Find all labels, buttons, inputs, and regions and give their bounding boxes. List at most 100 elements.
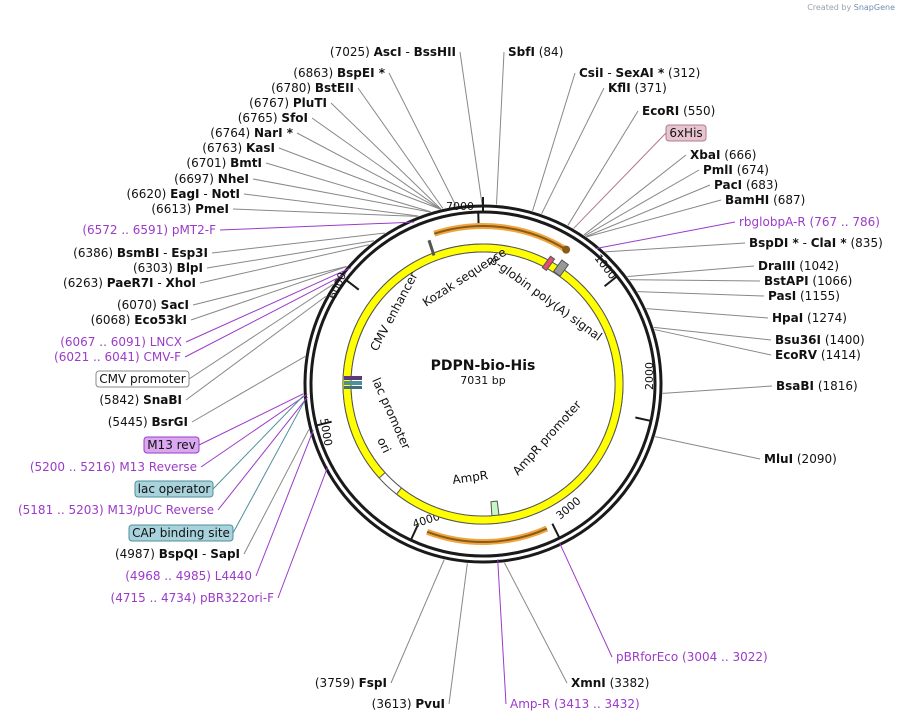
feature-label-ampr: AmpR: [451, 468, 488, 487]
feature-arrows: [342, 223, 624, 545]
enzyme-label-mlui: MluI (2090): [764, 452, 837, 466]
leader-eagi-noti: [243, 193, 419, 217]
leader-primer-cmv-f: [184, 273, 346, 358]
leader-bstapi: [629, 279, 761, 282]
primer-text: (5181 .. 5203) M13/pUC Reverse: [18, 503, 214, 517]
enzyme-label-draiii: DraIII (1042): [758, 259, 839, 273]
enzyme-text-part: SapI: [210, 547, 240, 561]
leader-primer-m13-puc-reverse: [217, 396, 308, 511]
leader-bspqi-sapi: [243, 429, 310, 555]
enzyme-text-part: (683): [742, 178, 778, 192]
leader-feature-cmv-promoter: [188, 283, 334, 380]
leader-paci: [585, 184, 711, 237]
enzyme-text-part: (835): [847, 236, 883, 250]
enzyme-text-part: KasI: [246, 141, 275, 155]
leader-pvui: [448, 563, 468, 705]
enzyme-text-part: -: [799, 236, 811, 250]
enzyme-text-part: (6303): [133, 261, 177, 275]
leader-bsu36i: [653, 326, 772, 341]
enzyme-text-part: EagI: [170, 187, 199, 201]
feature-box-label-m13-rev: M13 rev: [147, 438, 196, 452]
enzyme-label-bsu36i: Bsu36I (1400): [775, 333, 865, 347]
leader-primer-amp-r: [497, 559, 507, 705]
enzyme-text-part: NotI: [212, 187, 241, 201]
primer-text: (6572 .. 6591) pMT2-F: [82, 223, 216, 237]
leader-xmni: [503, 562, 568, 684]
enzyme-label-bsteii: (6780) BstEII: [271, 81, 354, 95]
enzyme-text-part: (6068): [91, 313, 135, 327]
primer-text: (4968 .. 4985) L4440: [125, 569, 252, 583]
primer-label-pbrforeco: pBRforEco (3004 .. 3022): [616, 650, 768, 664]
enzyme-text-part: -: [159, 246, 171, 260]
primer-text: (6067 .. 6091) LNCX: [60, 335, 182, 349]
leader-feature-m13-rev: [198, 393, 304, 446]
enzyme-text-part: -: [200, 187, 212, 201]
leader-feature-cap-binding-site: [232, 401, 305, 534]
enzyme-text-part: (4987): [115, 547, 159, 561]
enzyme-label-bspqi-sapi: (4987) BspQI - SapI: [115, 547, 240, 561]
enzyme-label-paci: PacI (683): [714, 178, 778, 192]
enzyme-label-pasi: PasI (1155): [768, 289, 840, 303]
primer-text: (6021 .. 6041) CMV-F: [54, 350, 181, 364]
enzyme-label-bspei: (6863) BspEI *: [293, 66, 385, 80]
leader-blpi: [206, 240, 375, 269]
enzyme-text-part: SexAI *: [616, 66, 665, 80]
enzyme-text-part: (6763): [202, 141, 246, 155]
feature-box-label-cmv-promoter: CMV promoter: [99, 372, 186, 386]
tick-4000: [409, 525, 419, 541]
m13-marker: [344, 386, 362, 389]
credit-text: Created by SnapGene: [807, 3, 895, 12]
leader-xbai: [583, 154, 687, 236]
leader-primer-pmt2-f: [219, 221, 414, 231]
leader-primer-pbrforeco: [558, 542, 613, 658]
leader-nhei: [252, 178, 431, 213]
enzyme-text-part: PasI: [768, 289, 796, 303]
enzyme-label-hpai: HpaI (1274): [772, 311, 847, 325]
enzyme-label-bspdi-clai: BspDI * - ClaI * (835): [749, 236, 883, 250]
leader-mlui: [655, 436, 761, 460]
enzyme-label-csii-sexai: CsiI - SexAI * (312): [579, 66, 700, 80]
enzyme-label-xmni: XmnI (3382): [571, 676, 649, 690]
leader-asci-bsshii: [459, 51, 483, 205]
polya-marker-grey: [552, 259, 570, 277]
enzyme-text-part: CsiI: [579, 66, 604, 80]
enzyme-text-part: Eco53kI: [134, 313, 187, 327]
enzyme-label-pmli: PmlI (674): [703, 163, 769, 177]
insert-arc: [433, 225, 567, 251]
enzyme-text-part: -: [154, 276, 166, 290]
enzyme-text-part: -: [402, 45, 414, 59]
primer-label-pmt2-f: (6572 .. 6591) pMT2-F: [82, 223, 216, 237]
leader-primer-pbr322ori-f: [277, 466, 329, 599]
enzyme-label-pmei: (6613) PmeI: [151, 202, 229, 216]
enzyme-text-part: EcoRI: [642, 104, 679, 118]
enzyme-text-part: (1066): [809, 274, 853, 288]
primer-label-rbglobpa-r: rbglobpA-R (767 .. 786): [739, 215, 880, 229]
enzyme-text-part: (84): [535, 45, 563, 59]
primer-label-m13-puc-reverse: (5181 .. 5203) M13/pUC Reverse: [18, 503, 214, 517]
leader-pmli: [584, 169, 700, 237]
primer-text: Amp-R (3413 .. 3432): [510, 697, 640, 711]
enzyme-label-ecorv: EcoRV (1414): [775, 348, 861, 362]
enzyme-label-saci: (6070) SacI: [117, 298, 189, 312]
enzyme-text-part: AscI: [374, 45, 402, 59]
leader-nari: [296, 132, 441, 210]
snapgene-logo: SnapGene: [853, 3, 895, 12]
primer-text: (5200 .. 5216) M13 Reverse: [30, 460, 197, 474]
enzyme-text-part: NheI: [218, 172, 249, 186]
primer-label-pbr322ori-f: (4715 .. 4734) pBR322ori-F: [111, 591, 275, 605]
enzyme-text-part: (666): [720, 148, 756, 162]
enzyme-text-part: (6767): [249, 96, 293, 110]
feature-box-6xhis: [665, 124, 707, 142]
enzyme-text-part: XmnI: [571, 676, 606, 690]
enzyme-label-nhei: (6697) NheI: [174, 172, 249, 186]
enzyme-text-part: (1274): [803, 311, 847, 325]
leader-snabi: [185, 296, 327, 401]
primer-label-amp-r: Amp-R (3413 .. 3432): [510, 697, 640, 711]
leader-bamhi: [586, 199, 722, 238]
enzyme-text-part: (6070): [117, 298, 161, 312]
leader-bsmbi-esp3i: [211, 232, 385, 254]
enzyme-text-part: PmeI: [195, 202, 229, 216]
enzyme-label-sbfi: SbfI (84): [508, 45, 563, 59]
